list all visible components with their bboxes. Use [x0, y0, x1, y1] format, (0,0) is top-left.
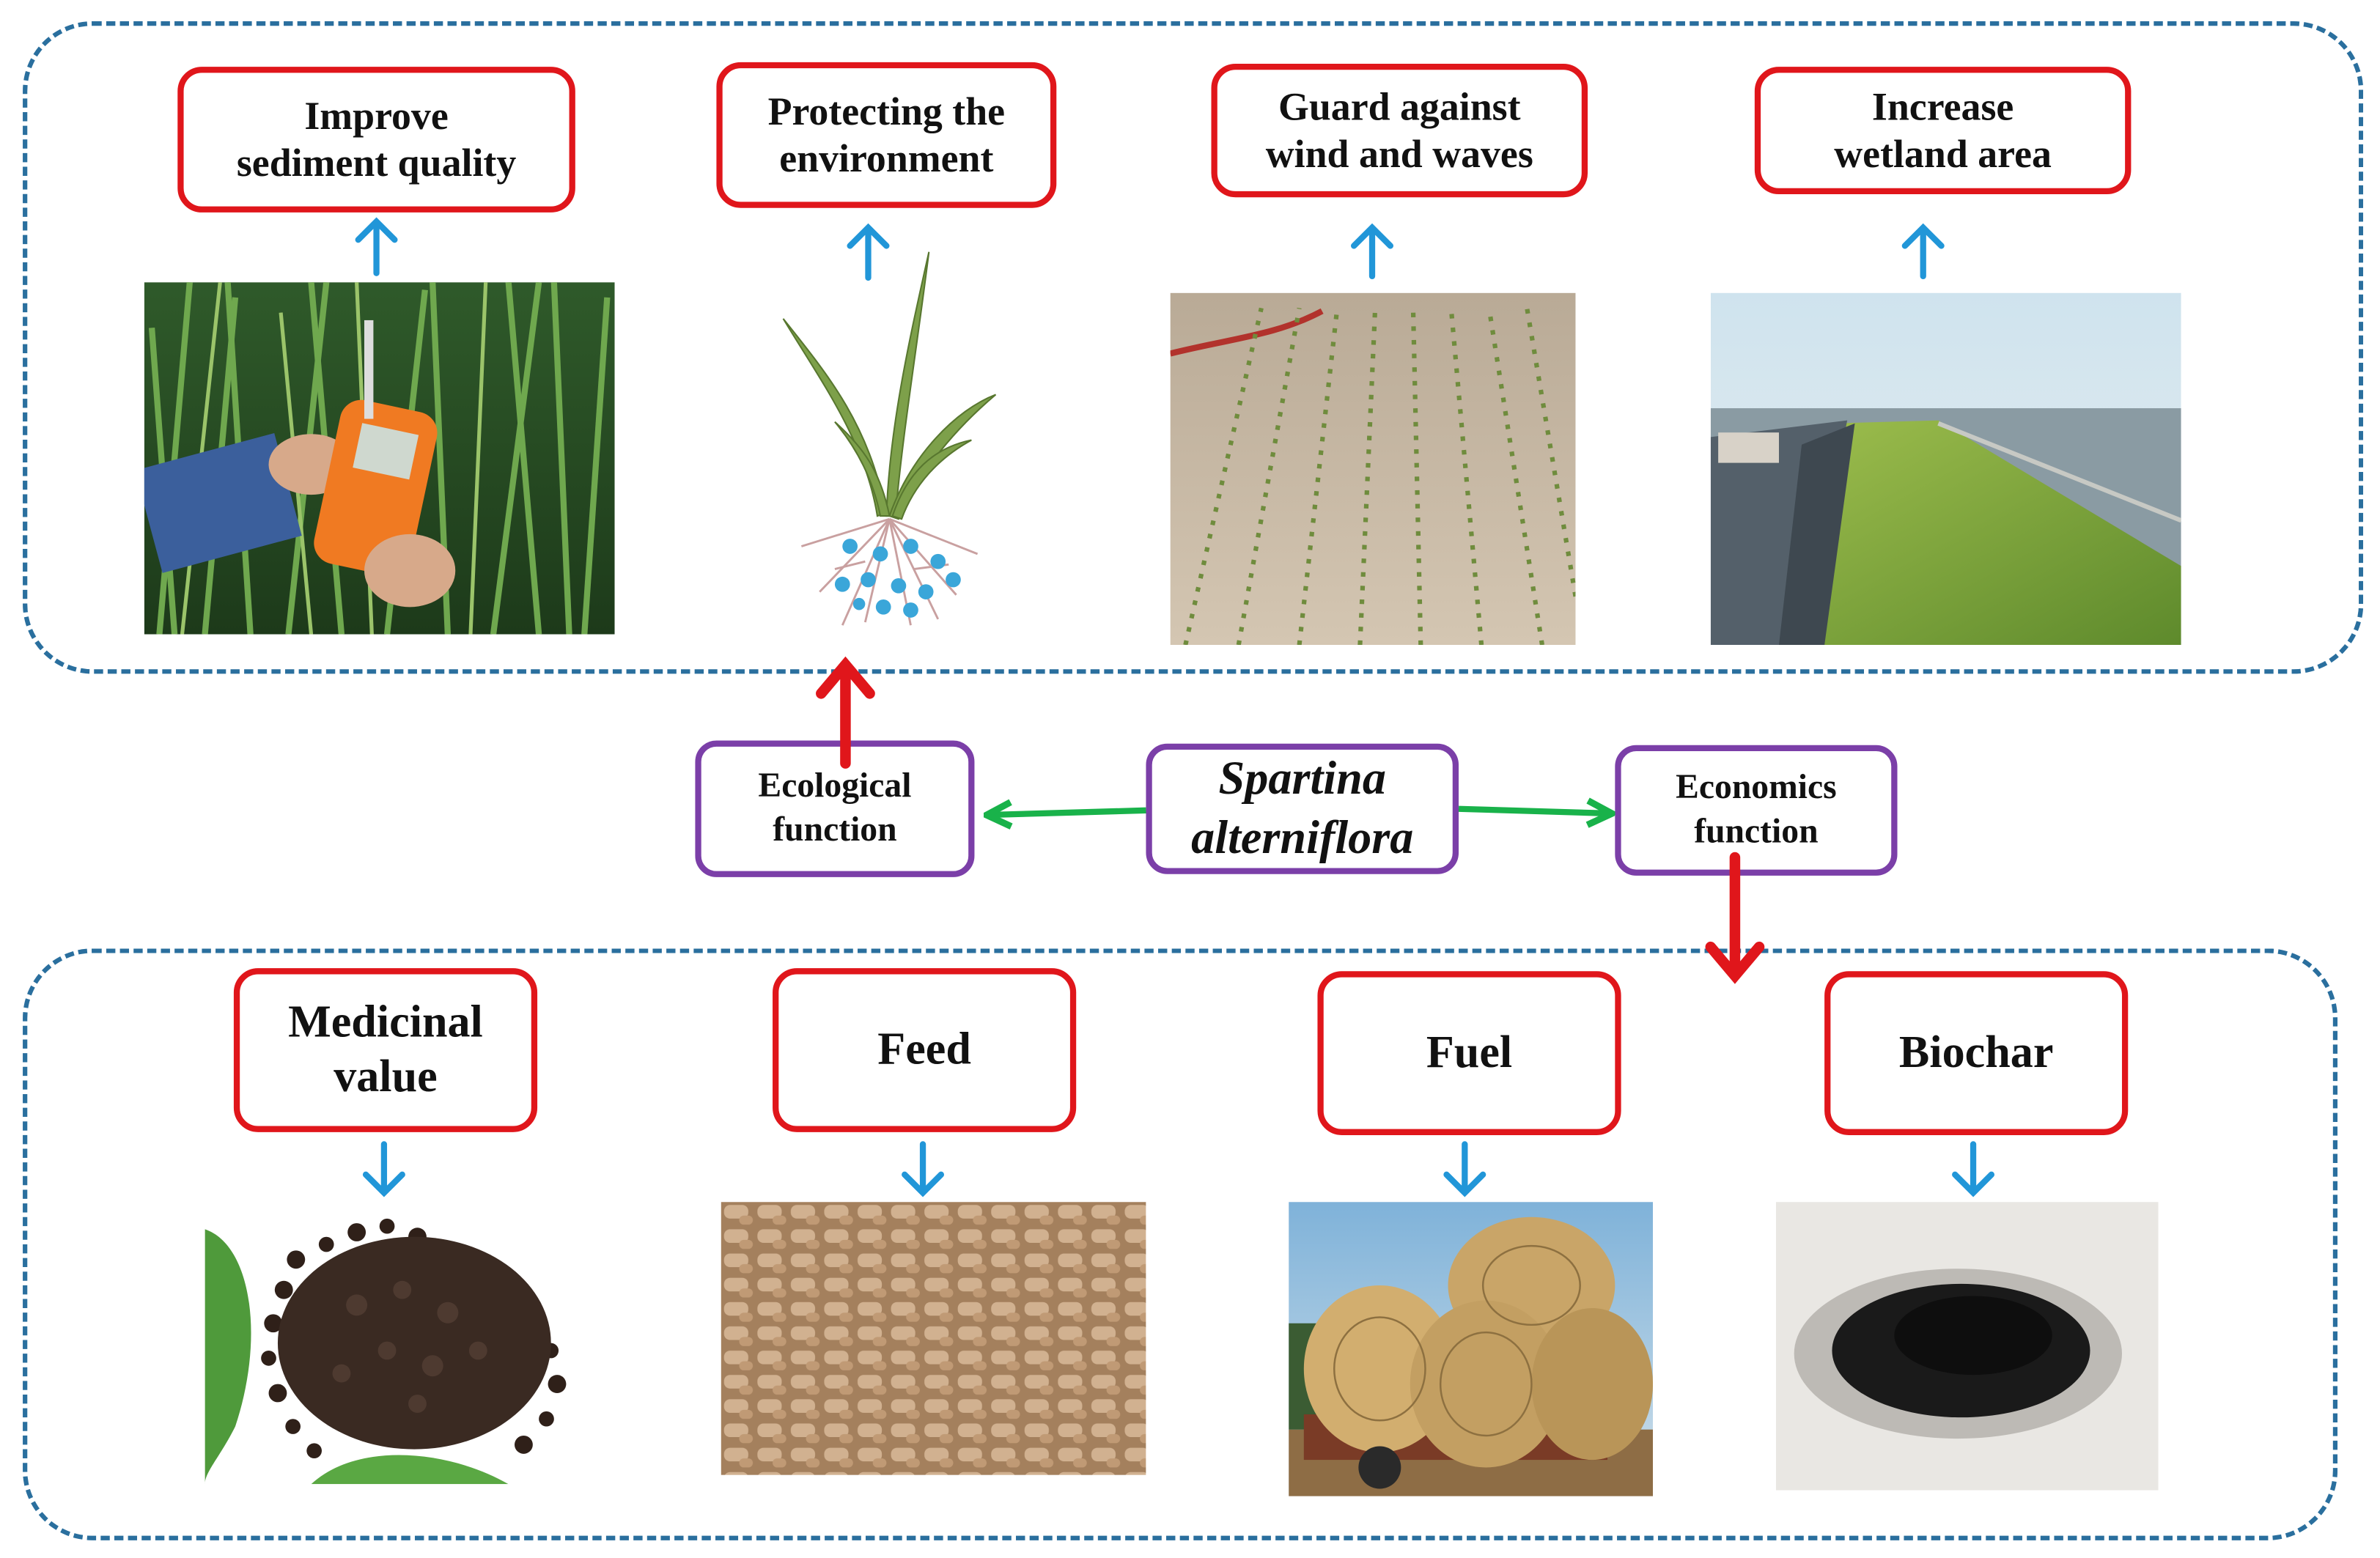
ecological-function-node: Ecological function	[695, 740, 975, 877]
eco-item-line1: Increase	[1871, 84, 2014, 129]
medicinal-granules-photo	[205, 1198, 588, 1485]
center-line2: alterniflora	[1191, 810, 1414, 864]
econ-item-fuel: Fuel	[1317, 971, 1621, 1135]
eco-item-line2: wetland area	[1834, 132, 2052, 177]
center-line1: Spartina	[1218, 751, 1386, 805]
soil-meter-photo	[144, 282, 615, 635]
economics-line1: Economics	[1676, 768, 1837, 807]
biochar-powder-photo	[1775, 1202, 2159, 1491]
econ-item-line2: value	[334, 1052, 438, 1102]
eco-item-line2: wind and waves	[1265, 132, 1533, 177]
eco-item-line1: Improve	[304, 94, 449, 139]
plant-roots-illustration	[759, 243, 1017, 634]
economics-line2: function	[1694, 811, 1819, 850]
coastal-wetland-photo	[1710, 292, 2181, 646]
ecological-group	[23, 21, 2364, 674]
straw-bales-photo	[1289, 1202, 1654, 1496]
ecological-line1: Ecological	[758, 767, 912, 805]
ecological-line2: function	[773, 810, 897, 849]
eco-item-line1: Guard against	[1278, 84, 1521, 129]
seedling-rows-photo	[1170, 292, 1576, 646]
econ-item-line1: Feed	[877, 1024, 971, 1075]
econ-item-line1: Medicinal	[288, 997, 483, 1047]
feed-pellets-photo	[721, 1202, 1146, 1475]
econ-item-line1: Biochar	[1898, 1027, 2054, 1078]
eco-item-line2: environment	[779, 136, 994, 181]
econ-item-line1: Fuel	[1426, 1027, 1513, 1078]
econ-item-biochar: Biochar	[1824, 971, 2129, 1135]
eco-item-line2: sediment quality	[236, 141, 517, 185]
economics-group	[23, 948, 2338, 1540]
econ-item-feed: Feed	[773, 968, 1077, 1132]
economics-function-node: Economics function	[1615, 745, 1898, 876]
eco-item-line1: Protecting the	[767, 89, 1006, 133]
